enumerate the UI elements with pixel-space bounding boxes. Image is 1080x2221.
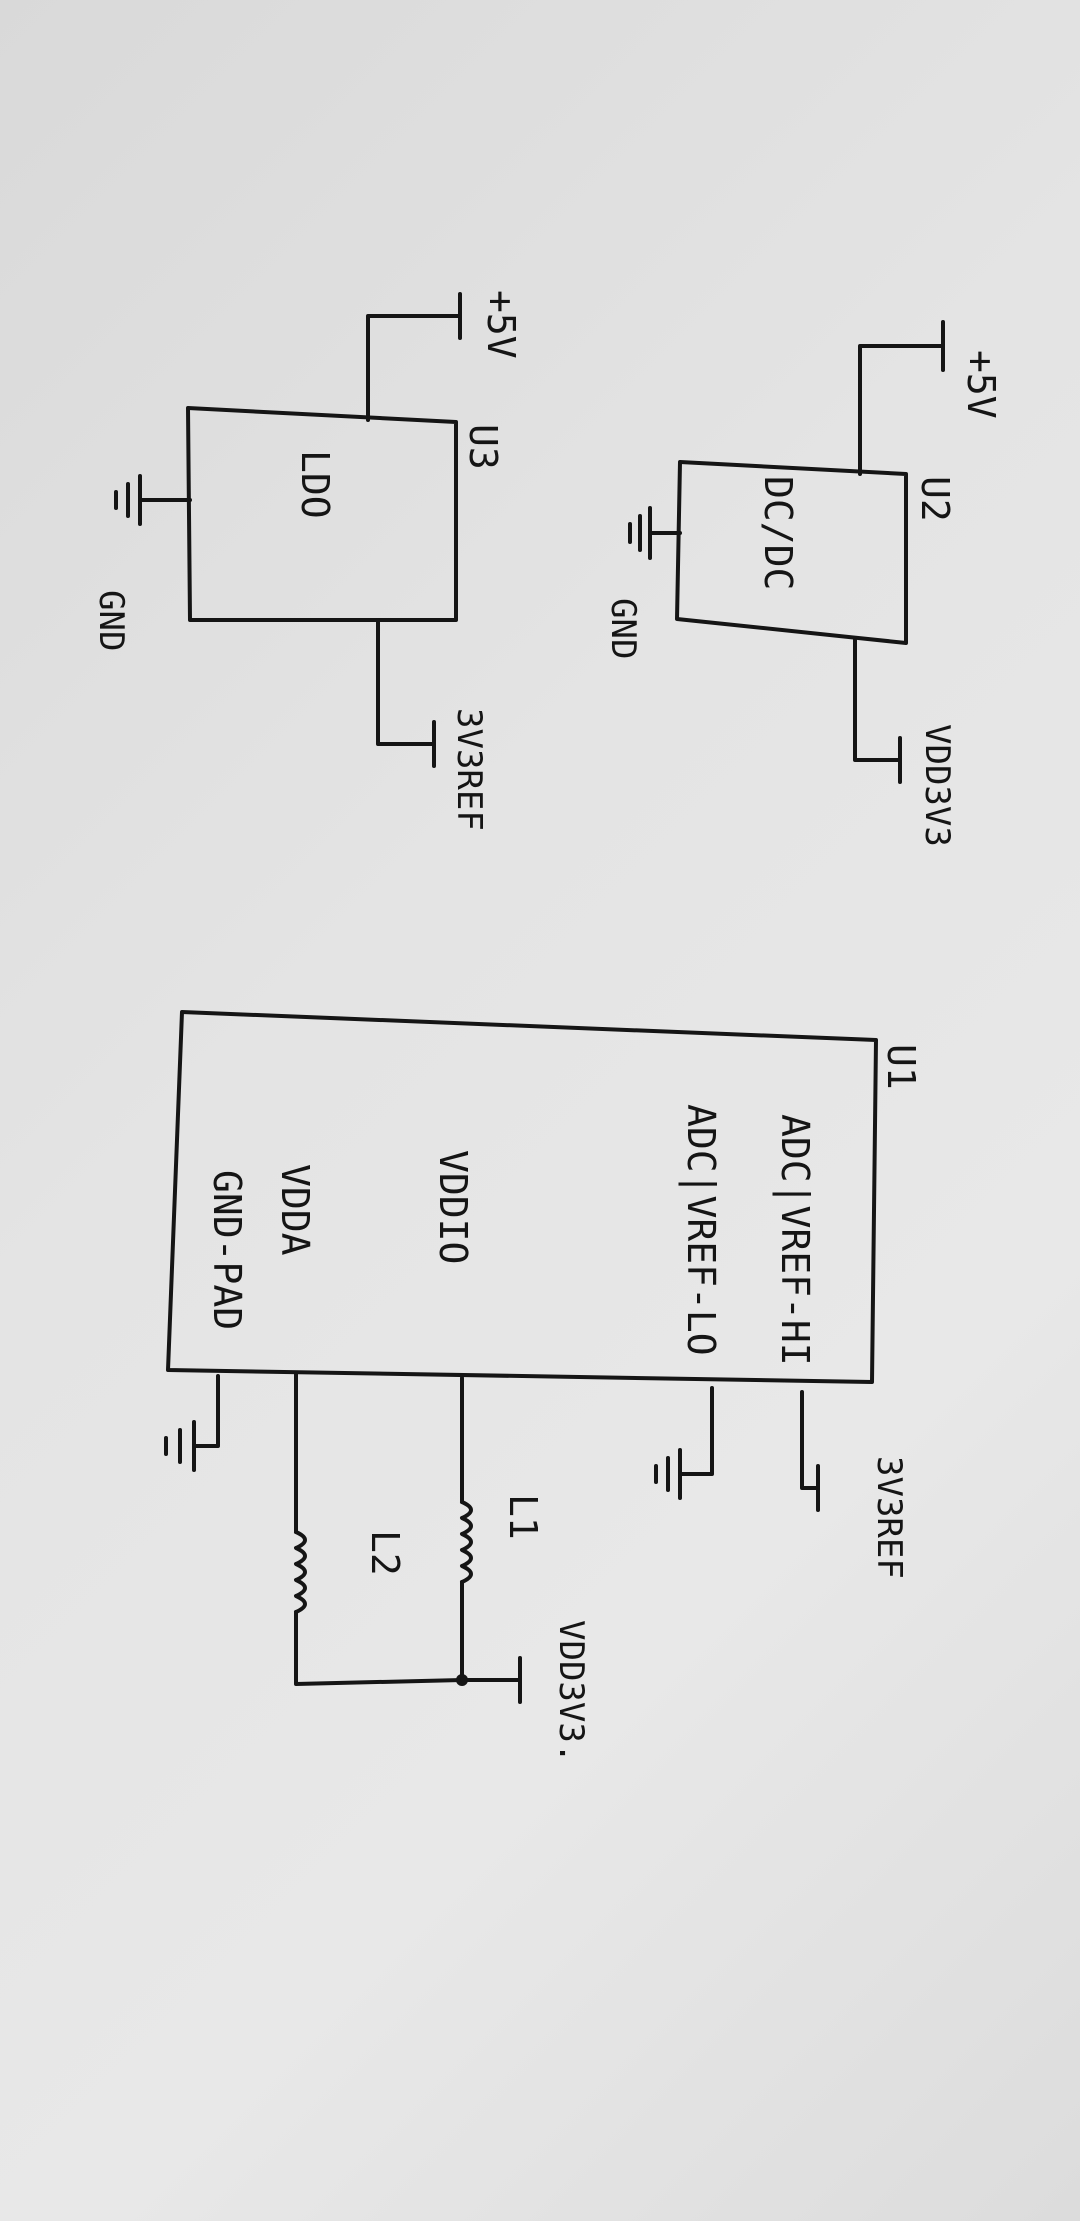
u2-body — [675, 460, 908, 645]
u3-ldo-block — [114, 292, 462, 768]
u1-ref-label: U1 — [879, 1044, 923, 1090]
l1-coil — [460, 1500, 473, 1584]
u2-output-net-label: VDD3V3 — [917, 724, 957, 847]
u3-output-net-label: 3V3REF — [449, 708, 489, 831]
u1-supply-net-label: VDD3V3. — [551, 1620, 591, 1763]
u1-body — [166, 1010, 878, 1384]
u1-vreflo-wire — [678, 1386, 714, 1476]
u1-pin-vref-hi: ADC|VREF-HI — [772, 1114, 817, 1366]
u3-output-wire — [376, 618, 436, 746]
u3-ground-net-label: GND — [91, 590, 131, 651]
u1-pin-vddio: VDDIO — [431, 1150, 475, 1264]
u1-mcu-block — [164, 1010, 878, 1512]
u2-ground-net-label: GND — [603, 598, 643, 659]
u2-input-wire — [858, 344, 945, 476]
u3-input-net-label: +5V — [479, 290, 523, 359]
u1-pin-vref-lo: ADC|VREF-LO — [678, 1104, 723, 1356]
u2-dcdc-block — [628, 320, 945, 784]
u2-input-net-label: +5V — [959, 350, 1003, 419]
u1-ref-net-label: 3V3REF — [869, 1456, 909, 1579]
u3-ref-label: U3 — [461, 424, 505, 470]
u3-name-label: LDO — [293, 450, 337, 519]
u1-gndpad-wire — [192, 1374, 220, 1448]
u3-input-wire — [366, 314, 462, 422]
l2-coil — [294, 1530, 307, 1614]
u2-name-label: DC/DC — [756, 476, 800, 590]
u1-pin-gnd-pad: GND-PAD — [205, 1170, 249, 1330]
u2-ref-label: U2 — [913, 476, 957, 522]
l1-label: L1 — [501, 1494, 545, 1540]
l2-wire-bottom — [294, 1610, 464, 1686]
u1-ref-wire — [800, 1390, 820, 1490]
inductor-branch — [294, 1372, 522, 1704]
u1-pin-vdda: VDDA — [273, 1164, 317, 1256]
l2-label: L2 — [363, 1530, 407, 1576]
u2-output-wire — [853, 638, 902, 762]
